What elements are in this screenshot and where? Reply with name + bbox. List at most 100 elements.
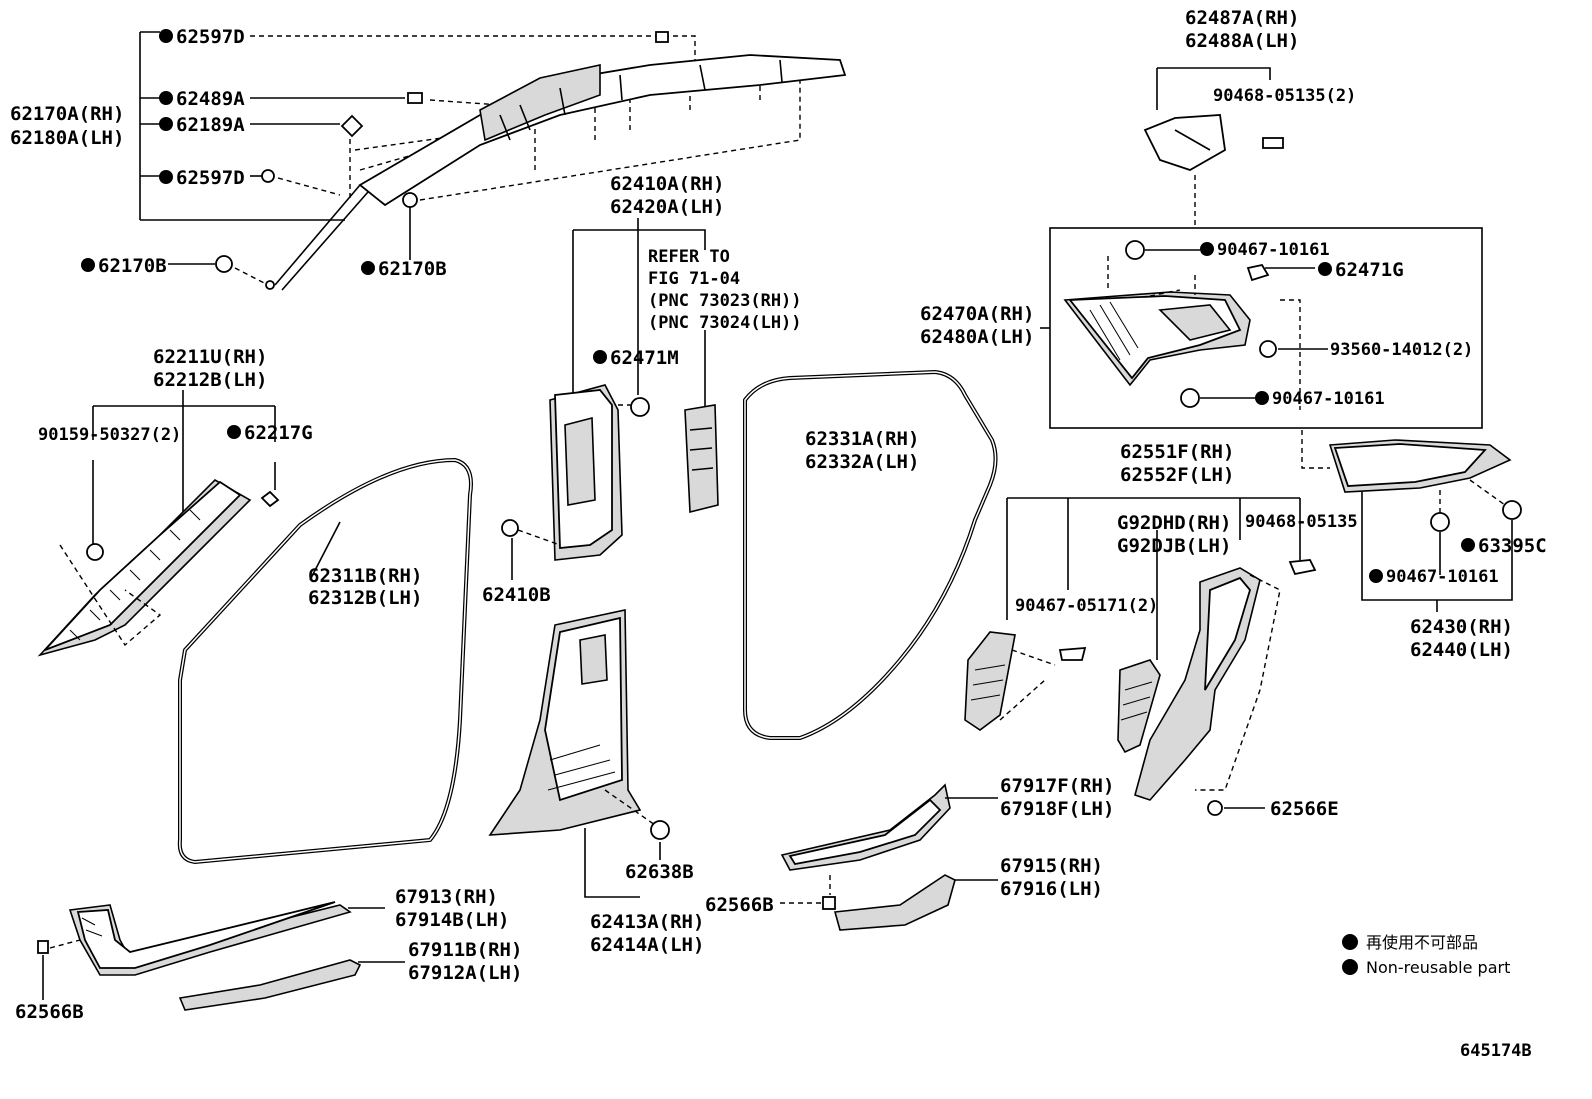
part-label: 67917F(RH) <box>1000 775 1114 797</box>
part-label: 62638B <box>625 861 694 883</box>
part-label: 62170A(RH) <box>10 103 124 125</box>
clip-icon <box>1262 137 1284 149</box>
clip-icon <box>822 896 836 910</box>
reference-text: (PNC 73023(RH)) <box>648 291 802 311</box>
part-label: 62211U(RH) <box>153 346 267 368</box>
bolt-icon <box>215 255 233 273</box>
part-label: 62471M <box>610 347 679 369</box>
part-label: 62189A <box>176 114 245 136</box>
labels-roof-box: 90467-10161 62471G 62470A(RH) 62480A(LH)… <box>920 240 1473 409</box>
front-pillar-garnish <box>37 390 280 657</box>
non-reusable-dot-icon <box>159 117 173 131</box>
non-reusable-dot-icon <box>159 91 173 105</box>
clip-icon <box>261 169 275 183</box>
roof-rail-assembly <box>139 31 847 291</box>
labels-top-left: 62597D 62489A 62170A(RH) 62180A(LH) 6218… <box>10 26 447 280</box>
non-reusable-dot-icon <box>361 261 375 275</box>
part-label: 62331A(RH) <box>805 428 919 450</box>
reference-text: (PNC 73024(LH)) <box>648 313 802 333</box>
part-label: 62551F(RH) <box>1120 441 1234 463</box>
clip-icon <box>655 31 669 43</box>
labels-rear-scuff: 67917F(RH) 67918F(LH) 67915(RH) 67916(LH… <box>705 775 1114 916</box>
part-label: 62413A(RH) <box>590 911 704 933</box>
clip-icon <box>630 397 650 417</box>
labels-top-right: 62487A(RH) 62488A(LH) 90468-05135(2) <box>1185 7 1356 106</box>
front-scuff-plates <box>37 901 405 1011</box>
part-label: 62471G <box>1335 259 1404 281</box>
part-label: 62180A(LH) <box>10 127 124 149</box>
part-label: 62170B <box>378 258 447 280</box>
part-label: 62217G <box>244 422 313 444</box>
part-label: 67912A(LH) <box>408 962 522 984</box>
non-reusable-dot-icon <box>1342 959 1358 975</box>
non-reusable-dot-icon <box>1369 569 1383 583</box>
non-reusable-dot-icon <box>593 350 607 364</box>
non-reusable-dot-icon <box>1318 262 1332 276</box>
legend-en: Non-reusable part <box>1366 958 1510 977</box>
labels-opening-trim: 62551F(RH) 62552F(LH) G92DHD(RH) G92DJB(… <box>1015 441 1358 820</box>
part-label: 90468-05135 <box>1245 512 1358 532</box>
part-label: 62312B(LH) <box>308 587 422 609</box>
part-label: 62430(RH) <box>1410 616 1513 638</box>
part-label: 62566B <box>15 1001 84 1023</box>
labels-front-seal: 62311B(RH) 62312B(LH) <box>308 565 422 609</box>
labels-center-lower: 62638B 62413A(RH) 62414A(LH) <box>590 861 704 956</box>
clip-icon <box>260 490 280 508</box>
clip-icon <box>1502 500 1522 520</box>
part-label: 62487A(RH) <box>1185 7 1299 29</box>
part-label: 90467-10161 <box>1217 240 1330 260</box>
part-label: 90468-05135(2) <box>1213 86 1356 106</box>
rear-scuff-plates <box>780 783 998 931</box>
legend: 再使用不可部品 Non-reusable part <box>1342 933 1510 977</box>
part-label: 90467-05171(2) <box>1015 596 1158 616</box>
part-label: 62480A(LH) <box>920 326 1034 348</box>
clip-icon <box>650 820 670 840</box>
reference-text: FIG 71-04 <box>648 269 740 289</box>
part-label: 62566B <box>705 894 774 916</box>
part-label: 62552F(LH) <box>1120 464 1234 486</box>
rear-door-weatherstrip <box>743 369 998 740</box>
labels-front-scuff: 67913(RH) 67914B(LH) 67911B(RH) 67912A(L… <box>15 886 522 1023</box>
part-label: 62566E <box>1270 798 1339 820</box>
clip-icon <box>1246 263 1270 282</box>
part-label: 62440(LH) <box>1410 639 1513 661</box>
labels-quarter: 63395C 90467-10161 62430(RH) 62440(LH) <box>1369 535 1547 661</box>
screw-icon <box>86 543 104 561</box>
figure-id: 645174B <box>1460 1041 1532 1061</box>
part-label: 62414A(LH) <box>590 934 704 956</box>
package-tray-side-cover <box>1143 67 1284 225</box>
clip-icon <box>37 940 49 954</box>
non-reusable-dot-icon <box>1200 242 1214 256</box>
part-label: 90467-10161 <box>1272 389 1385 409</box>
clip-icon <box>1207 800 1223 816</box>
non-reusable-dot-icon <box>227 425 241 439</box>
part-label: 62410B <box>482 584 551 606</box>
part-label: 67913(RH) <box>395 886 498 908</box>
part-label: 67915(RH) <box>1000 855 1103 877</box>
non-reusable-dot-icon <box>159 29 173 43</box>
part-label: 62470A(RH) <box>920 303 1034 325</box>
part-label: 62212B(LH) <box>153 369 267 391</box>
non-reusable-dot-icon <box>1461 538 1475 552</box>
labels-center-upper: 62410A(RH) 62420A(LH) REFER TO FIG 71-04… <box>482 173 802 606</box>
center-pillar-upper <box>501 218 719 580</box>
clip-icon <box>1125 240 1145 260</box>
bolt-icon <box>265 280 275 290</box>
bolt-icon <box>402 192 418 208</box>
clip-icon <box>340 114 364 138</box>
labels-a-pillar: 62211U(RH) 62212B(LH) 90159-50327(2) 622… <box>38 346 313 445</box>
part-label: 62488A(LH) <box>1185 30 1299 52</box>
labels-rear-seal: 62331A(RH) 62332A(LH) <box>805 428 919 473</box>
rear-door-opening-trim <box>964 497 1317 816</box>
part-label: 67918F(LH) <box>1000 798 1114 820</box>
part-label: 67916(LH) <box>1000 878 1103 900</box>
quarter-trim-right <box>1301 430 1522 612</box>
part-label: 62420A(LH) <box>610 196 724 218</box>
part-label: G92DJB(LH) <box>1117 535 1231 557</box>
clip-icon <box>1259 340 1277 358</box>
clip-icon <box>1430 512 1450 532</box>
part-label: 67914B(LH) <box>395 909 509 931</box>
clip-icon <box>1288 559 1317 576</box>
part-label: G92DHD(RH) <box>1117 512 1231 534</box>
